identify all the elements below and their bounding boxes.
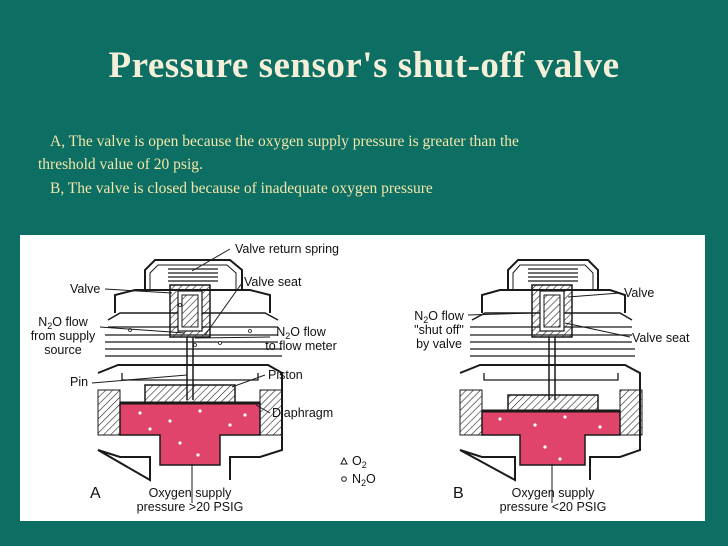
- label-oxygen-supply-b: Oxygen supply pressure <20 PSIG: [499, 486, 607, 514]
- legend-n2o: N2O: [352, 472, 376, 488]
- label-valve-seat-b: Valve seat: [632, 331, 690, 345]
- label-n2o-to-flow-meter: N2O flow to flow meter: [265, 325, 337, 353]
- diagram-panel: Valve return spring Valve Valve seat N2O…: [20, 235, 705, 521]
- label-diaphragm: Diaphragm: [272, 406, 334, 420]
- label-valve-a: Valve: [70, 282, 101, 296]
- caption-line-1: A, The valve is open because the oxygen …: [50, 133, 519, 150]
- label-n2o-shut-off: N2O flow "shut off" by valve: [414, 309, 464, 351]
- legend-markers: [340, 456, 348, 482]
- letter-b: B: [453, 485, 464, 502]
- label-valve-return-spring: Valve return spring: [235, 242, 339, 256]
- label-n2o-from-supply: N2O flow from supply source: [30, 315, 96, 357]
- label-pin: Pin: [70, 375, 89, 389]
- valve-diagrams: [91, 248, 643, 503]
- valve-b: [459, 259, 643, 482]
- label-valve-b: Valve: [624, 286, 655, 300]
- label-valve-seat-a: Valve seat: [244, 275, 302, 289]
- valve-a: [97, 259, 283, 482]
- oxygen-dots-a: [138, 409, 247, 457]
- letter-a: A: [90, 485, 101, 502]
- legend-o2: O2: [352, 454, 367, 470]
- leaders-b: [467, 292, 631, 503]
- label-piston: Piston: [268, 368, 303, 382]
- leaders-a: [91, 248, 271, 503]
- page-title: Pressure sensor's shut-off valve: [108, 45, 620, 86]
- label-oxygen-supply-a: Oxygen supply pressure >20 PSIG: [136, 486, 244, 514]
- oxygen-dots-b: [498, 415, 602, 461]
- caption-line-3: B, The valve is closed because of inadeq…: [50, 180, 433, 197]
- caption-line-2: threshold value of 20 psig.: [38, 156, 203, 173]
